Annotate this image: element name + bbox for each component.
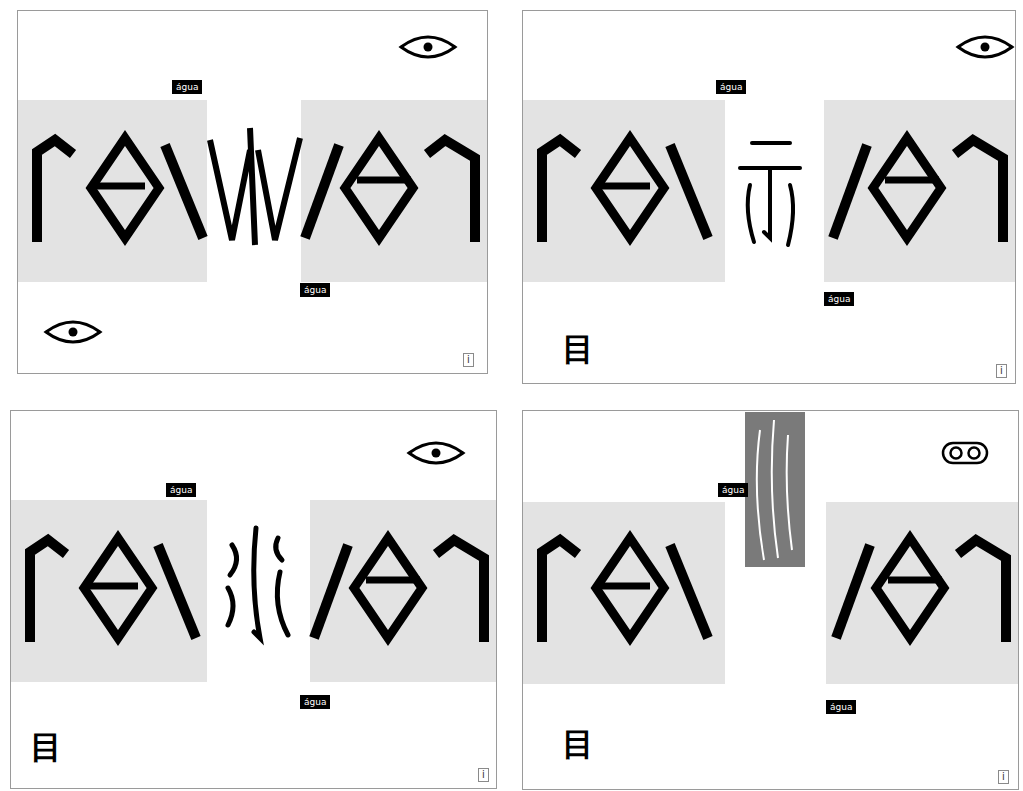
- eye-character: 目: [30, 730, 62, 765]
- info-letter: i: [482, 769, 485, 780]
- word-tag: água: [166, 483, 196, 497]
- info-letter: i: [467, 354, 470, 365]
- word-tag: água: [716, 80, 746, 94]
- tag-text: água: [828, 294, 850, 304]
- tag-text: água: [830, 702, 852, 712]
- word-tag: água: [826, 700, 856, 714]
- info-button: i: [998, 770, 1009, 784]
- tag-text: água: [722, 485, 744, 495]
- word-tag: água: [718, 483, 748, 497]
- tag-text: água: [170, 485, 192, 495]
- word-tag: água: [172, 80, 202, 94]
- info-button: i: [463, 353, 474, 367]
- info-letter: i: [1000, 365, 1003, 376]
- tag-text: água: [176, 82, 198, 92]
- eye-character: 目: [562, 332, 594, 367]
- word-tag: água: [824, 292, 854, 306]
- tag-text: água: [304, 697, 326, 707]
- word-tag: água: [300, 283, 330, 297]
- word-tag: água: [300, 695, 330, 709]
- eye-character: 目: [562, 727, 594, 762]
- info-button: i: [478, 768, 489, 782]
- info-button: i: [996, 364, 1007, 378]
- tag-text: água: [304, 285, 326, 295]
- info-letter: i: [1002, 771, 1005, 782]
- tag-text: água: [720, 82, 742, 92]
